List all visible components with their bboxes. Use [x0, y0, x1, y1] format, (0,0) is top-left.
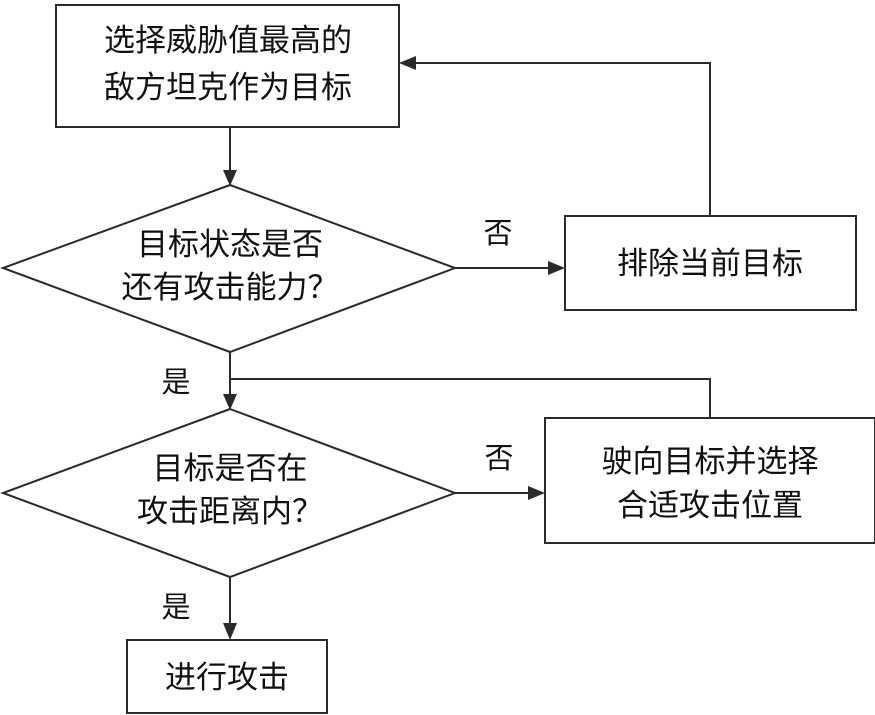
edge-ability-yes: 是 — [161, 352, 237, 410]
check-ability-decision: 目标状态是否 还有攻击能力？ — [0, 183, 458, 354]
attack-node: 进行攻击 — [126, 639, 328, 714]
remove-target-box — [564, 215, 857, 311]
select-target-box — [55, 4, 400, 128]
select-target-line-2: 敌方坦克作为目标 — [104, 70, 352, 106]
attack-label: 进行攻击 — [165, 660, 289, 696]
edge-range-no-label: 否 — [484, 441, 513, 475]
check-ability-line-2: 还有攻击能力？ — [122, 270, 339, 306]
edge-range-no: 否 — [455, 441, 545, 500]
check-range-line-2: 攻击距离内？ — [137, 494, 323, 530]
edge-remove-to-select-arrowhead — [399, 56, 416, 70]
attack-box — [126, 639, 328, 714]
edge-remove-to-select-line — [414, 62, 711, 216]
edge-move-back-loop — [230, 378, 711, 418]
edge-range-yes-arrowhead — [223, 623, 237, 640]
move-to-target-node: 驶向目标并选择 合适攻击位置 — [544, 417, 875, 544]
check-ability-diamond — [0, 183, 458, 354]
edge-select-to-ability-arrowhead — [223, 170, 237, 186]
edge-range-yes: 是 — [161, 577, 237, 640]
edge-ability-no: 否 — [455, 216, 565, 275]
move-to-target-box — [544, 417, 875, 544]
remove-target-label: 排除当前目标 — [617, 246, 803, 282]
edge-move-back-loop-line — [230, 378, 711, 418]
edge-remove-to-select — [399, 56, 711, 216]
check-range-diamond — [0, 407, 458, 579]
edge-range-no-arrowhead — [528, 486, 545, 500]
move-to-target-line-1: 驶向目标并选择 — [602, 444, 819, 480]
check-range-line-1: 目标是否在 — [153, 451, 308, 487]
edge-range-yes-label: 是 — [161, 590, 190, 624]
check-range-decision: 目标是否在 攻击距离内？ — [0, 407, 458, 579]
check-ability-line-1: 目标状态是否 — [137, 227, 323, 263]
select-target-line-1: 选择威胁值最高的 — [104, 23, 352, 59]
edge-ability-no-arrowhead — [548, 261, 565, 275]
edge-ability-yes-arrowhead — [223, 394, 237, 410]
select-target-node: 选择威胁值最高的 敌方坦克作为目标 — [55, 4, 400, 128]
edge-ability-no-label: 否 — [483, 216, 512, 250]
edge-ability-yes-label: 是 — [161, 365, 190, 399]
remove-target-node: 排除当前目标 — [564, 215, 857, 311]
edge-select-to-ability — [223, 127, 237, 186]
move-to-target-line-2: 合适攻击位置 — [617, 488, 803, 524]
